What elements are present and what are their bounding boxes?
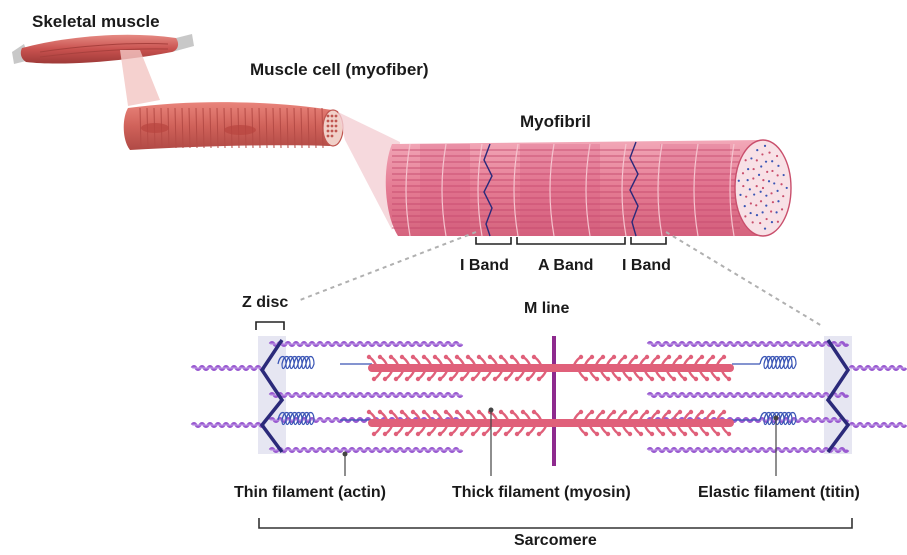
elastic-filament-label: Elastic filament (titin) [698,484,860,502]
z-disc-label: Z disc [242,294,288,312]
myofibril-label: Myofibril [520,112,591,132]
thin-filament-label: Thin filament (actin) [234,484,386,502]
muscle-cell-label: Muscle cell (myofiber) [250,60,429,80]
myofibril-illustration [386,140,791,236]
m-line-bar [552,336,556,466]
band-brackets [476,237,666,244]
sarcomere-label: Sarcomere [514,532,597,550]
sarcomere-bracket [259,518,852,528]
muscle-fiber-illustration [124,102,343,150]
zoom-cone-muscle [120,50,160,106]
i-band-left-label: I Band [460,257,509,275]
i-band-right-label: I Band [622,257,671,275]
z-disc-bracket [256,322,284,330]
sarcomere-detail [192,336,906,466]
thick-filament-label: Thick filament (myosin) [452,484,631,502]
zoom-line-left [300,232,476,300]
m-line-label: M line [524,300,569,318]
a-band-label: A Band [538,257,593,275]
zoom-line-right [666,232,822,326]
skeletal-muscle-illustration [12,34,194,64]
skeletal-muscle-label: Skeletal muscle [32,12,160,32]
